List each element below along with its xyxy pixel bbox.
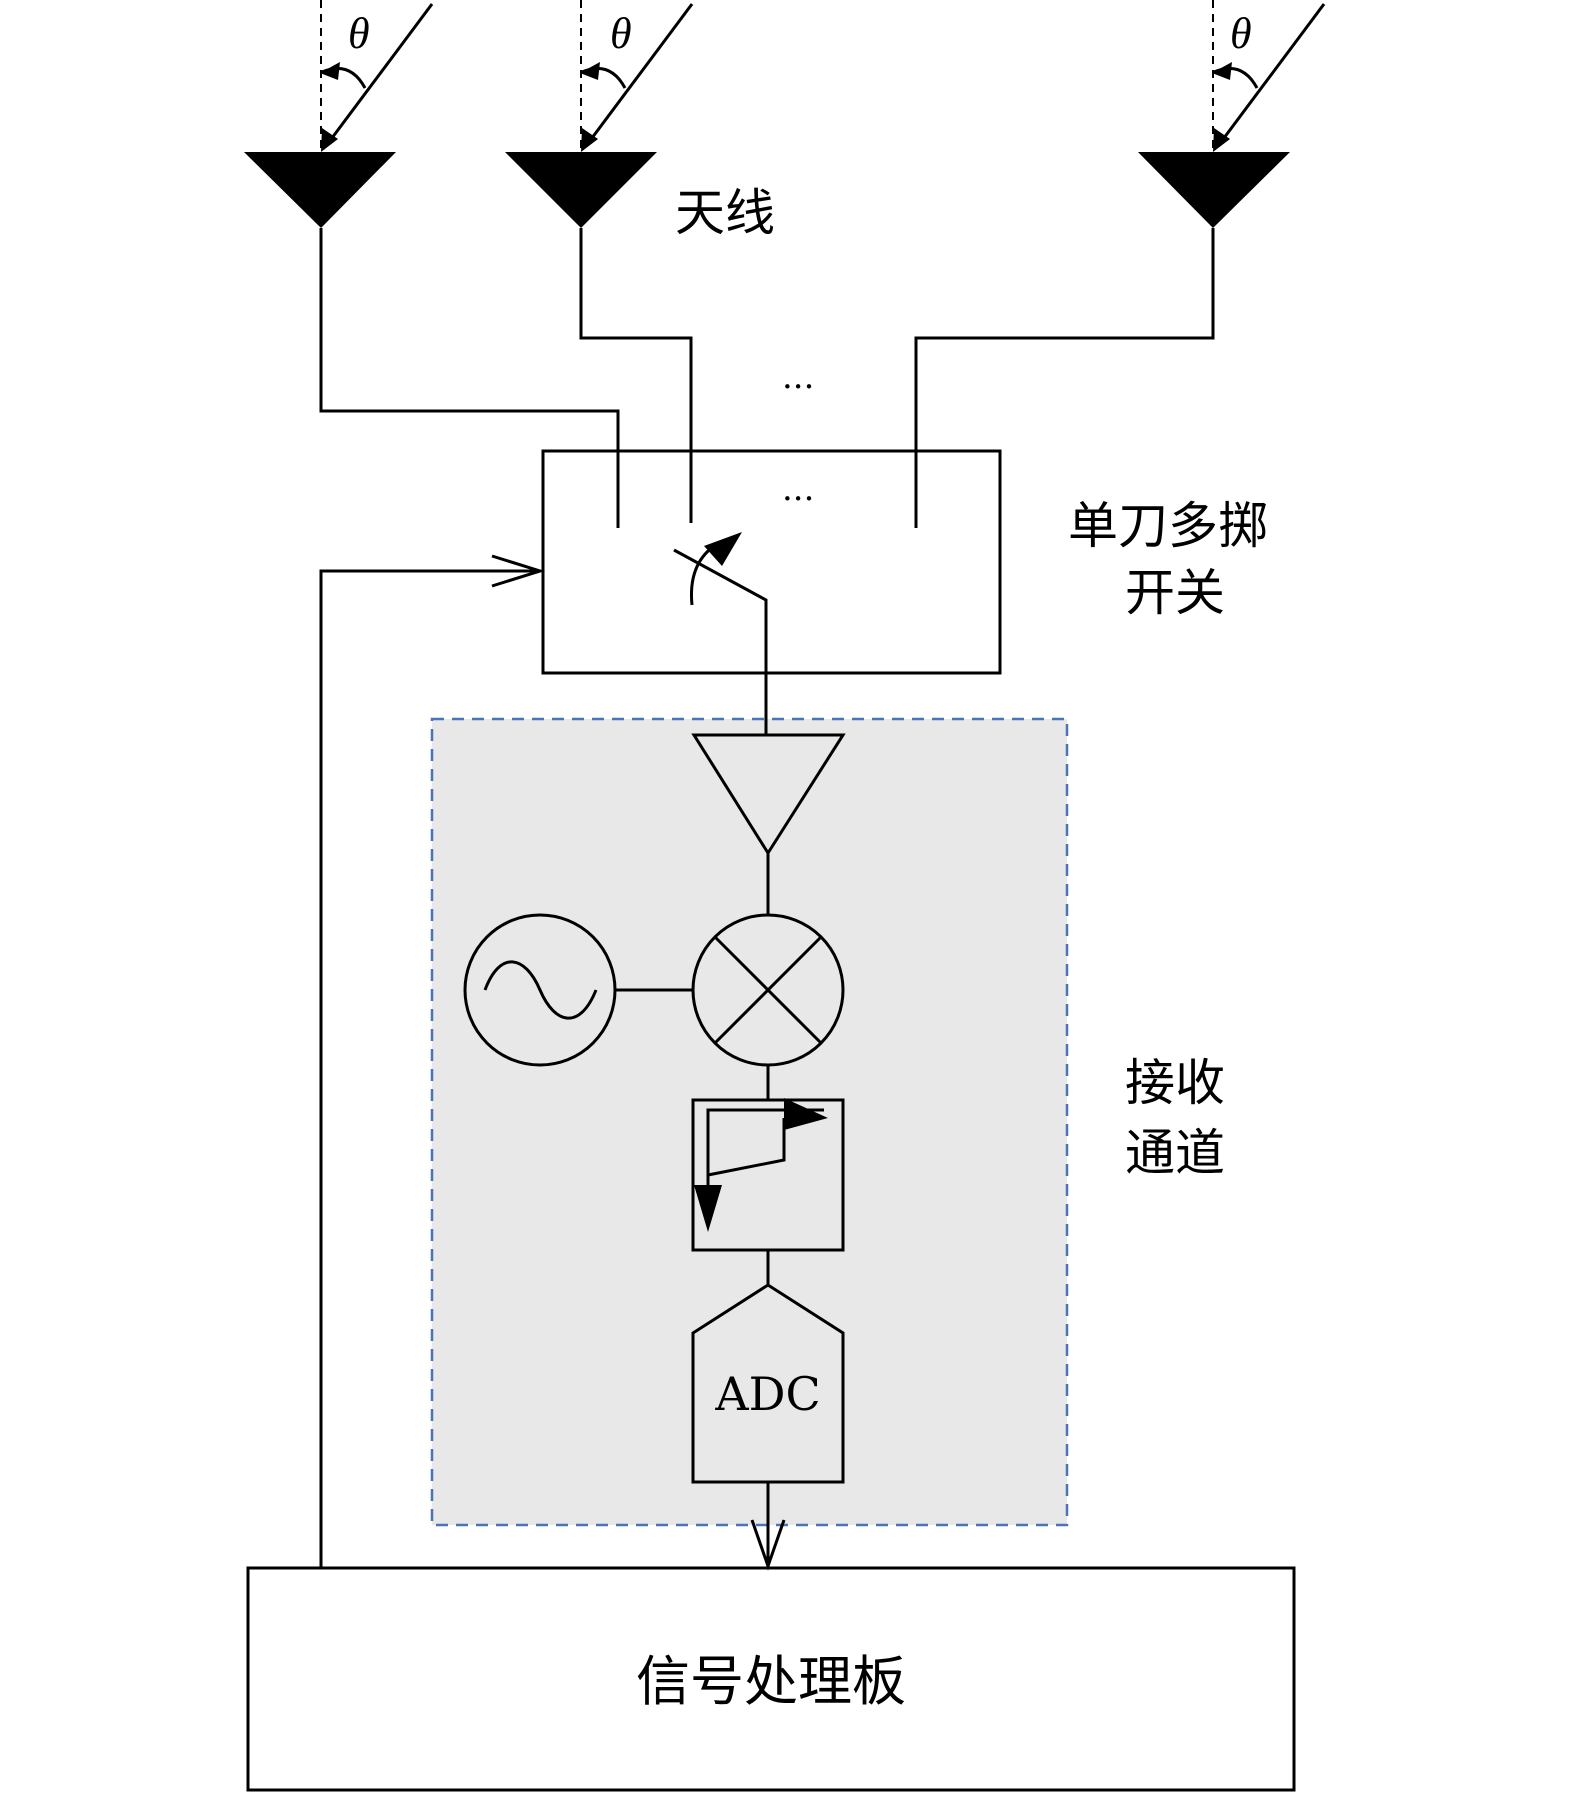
switch-label-line2: 开关 [1125, 564, 1225, 622]
antenna-label: 天线 [675, 184, 775, 242]
feed-line-1 [319, 228, 620, 528]
channel-label-line1: 接收 [1125, 1054, 1225, 1112]
switch-arrowhead [704, 532, 742, 566]
adc-label: ADC [714, 1367, 820, 1421]
receive-channel-region [430, 717, 1069, 1527]
control-line [319, 569, 540, 1568]
theta-label-1: θ [348, 9, 370, 58]
incident-ray-1: θ [320, 0, 434, 152]
incident-ray-3: θ [1212, 0, 1326, 152]
filter-block [691, 1098, 845, 1252]
incident-ray-2: θ [580, 0, 694, 152]
antenna-3 [1138, 152, 1290, 228]
dots-label-switch: ··· [782, 479, 814, 519]
theta-label-2: θ [610, 9, 632, 58]
adc-block [691, 1283, 845, 1484]
dots-label-top: ··· [782, 367, 814, 407]
adc-to-board-arrowhead [750, 1519, 786, 1571]
switch-label-line1: 单刀多掷 [1068, 497, 1268, 555]
theta-label-3: θ [1230, 9, 1252, 58]
switch-blade [673, 548, 768, 673]
spmt-switch-box [541, 449, 1002, 675]
board-label: 信号处理板 [636, 1650, 906, 1713]
antenna-2 [505, 152, 657, 228]
amplifier-symbol [691, 733, 846, 856]
signal-processing-board [246, 1566, 1296, 1792]
switch-arc [689, 544, 715, 606]
control-arrowhead [491, 554, 546, 588]
channel-label-line2: 通道 [1125, 1124, 1225, 1182]
feed-line-3 [914, 228, 1215, 528]
antenna-1 [244, 152, 396, 228]
feed-line-2 [579, 228, 693, 523]
